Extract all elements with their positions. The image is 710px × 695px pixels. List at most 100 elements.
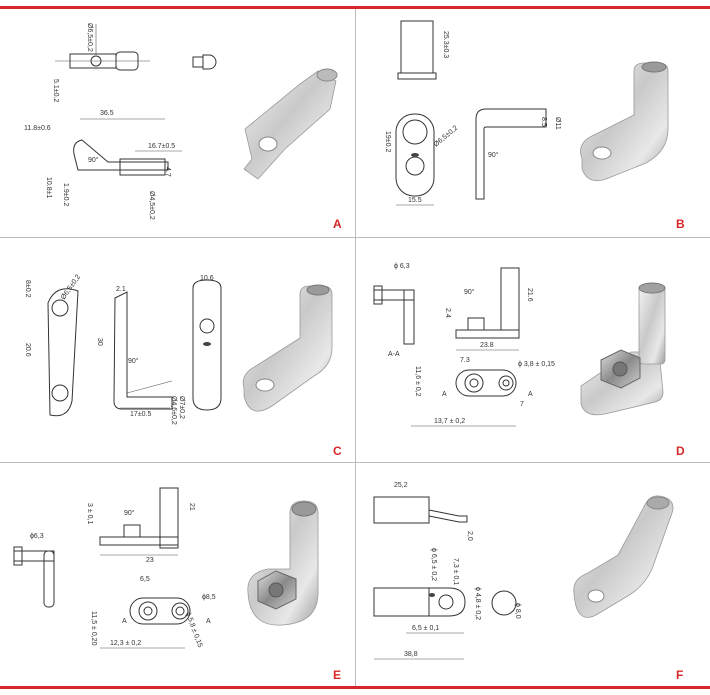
- panel-e: ϕ6,3 3 ± 0,1 90° 21 23 6,5 ϕ8,5 A A ϕ 5,…: [0, 463, 355, 686]
- panel-letter: B: [676, 217, 685, 231]
- dim-label: A: [206, 618, 211, 625]
- side-view: 36.5 11.8±0.6 16.7±0.5 90° 10.8±1 1.9±0.…: [24, 110, 182, 220]
- dim-label: 19±0.2: [384, 131, 391, 152]
- dim-label: 23: [146, 557, 154, 564]
- lug-photo-a: [243, 68, 338, 180]
- dim-label: 21.6: [526, 288, 533, 302]
- front-view: 8±0.2 Ø6,5±0,2 20.6: [24, 273, 82, 417]
- dim-label: Ø4,5±0,2: [148, 191, 155, 220]
- side-view: 90° 2.4 21.6 23.8: [444, 267, 533, 351]
- lug-photo-f: [573, 495, 674, 618]
- panel-c-drawing: 8±0.2 Ø6,5±0,2 20.6 2.1 10.6 30 90° 17±0…: [24, 273, 333, 425]
- lug-photo-b: [580, 61, 669, 182]
- panel-letter: F: [676, 668, 684, 682]
- dim-label: 12,3 ± 0,2: [110, 640, 141, 647]
- grid-vertical-divider: [355, 9, 356, 686]
- dim-label: 23.8: [480, 342, 494, 349]
- lug-photo-d: [580, 282, 666, 416]
- dim-label: 4.7: [164, 167, 171, 177]
- dim-label: 7: [520, 401, 524, 408]
- dim-label: 6,5: [140, 576, 150, 583]
- dim-label: ϕ 3,8 ± 0,15: [518, 361, 555, 368]
- panel-letter: C: [333, 444, 342, 458]
- dim-label: 36.5: [100, 110, 114, 117]
- dim-label: 6,5 ± 0,1: [412, 625, 439, 632]
- dim-label: ϕ 4,8 ± 0,2: [474, 587, 481, 620]
- bottom-red-rule: [0, 686, 710, 689]
- lug-photo-e: [247, 500, 319, 626]
- top-view: [55, 24, 150, 71]
- end-view: [192, 54, 217, 70]
- dim-label: 90°: [88, 156, 99, 164]
- dim-label: 90°: [464, 288, 475, 296]
- dim-label: 15.5: [408, 197, 422, 204]
- dim-label: 20.6: [24, 343, 31, 357]
- panel-b: 25.3±0.3 19±0.2 Ø6,5±0,2 15.5 90° Ø11 8.…: [356, 9, 710, 237]
- dim-label: 90°: [488, 151, 499, 159]
- side-view: 3 ± 0,1 90° 21 23: [86, 487, 195, 564]
- dim-label: 11,5 ± 0,20: [90, 611, 97, 646]
- side-view: 25,2 2,0: [373, 482, 473, 541]
- dim-label: 30: [96, 338, 103, 346]
- dim-label: 7,3 ± 0,1: [452, 558, 459, 585]
- dim-label: A: [442, 391, 447, 398]
- dim-label: 10.8±1: [45, 177, 52, 198]
- top-view: [192, 279, 222, 411]
- dim-label: 1.9±0.2: [62, 183, 69, 206]
- panel-f: 25,2 2,0 ϕ 6,5 ± 0,2 7,3 ± 0,1 ϕ 4,8 ± 0…: [356, 463, 710, 686]
- dim-label: A-A: [388, 351, 400, 358]
- side-view: 90° Ø11 8.5: [475, 108, 561, 200]
- dim-label: Ø6,5±0,2: [433, 125, 460, 149]
- dim-label: 21: [188, 503, 195, 511]
- dim-label: Ø11: [554, 117, 561, 130]
- dim-label: 13,7 ± 0,2: [434, 418, 465, 425]
- side-view: 2.1 10.6 30 90° 17±0.5 Ø7±0,2 Ø4,6±0,2: [96, 275, 214, 425]
- plan-view: ϕ 6,5 ± 0,2 7,3 ± 0,1 ϕ 4,8 ± 0,2 ϕ 8,0 …: [373, 548, 521, 660]
- section-view: ϕ 6,3 A-A: [373, 263, 415, 358]
- dim-label: 17±0.5: [130, 411, 151, 418]
- front-view: 19±0.2 Ø6,5±0,2 15.5: [384, 113, 460, 206]
- dim-label: Ø7±0,2: [178, 396, 185, 419]
- dim-label: ϕ 5,8 ± 0,15: [184, 611, 203, 648]
- plan-view: 7.3 ϕ 3,8 ± 0,15 11,6 ± 0,2 A A 7 13,7 ±…: [411, 357, 555, 427]
- panel-d: ϕ 6,3 A-A 90° 2.4 21.6 23.8 7.3 ϕ 3,8 ± …: [356, 238, 710, 462]
- dim-label: Ø6,5±0,2: [60, 273, 82, 301]
- dim-label: ϕ 8,0: [514, 603, 521, 619]
- dim-label: 8±0.2: [24, 280, 31, 298]
- panel-a-drawing: Ø6,5±0,2 5.1±0.2 36.5 11.8±0.6 16.7±0.5 …: [24, 23, 338, 220]
- panel-letter: A: [333, 217, 342, 231]
- dim-label: ϕ 6,5 ± 0,2: [430, 548, 437, 581]
- section-view: ϕ6,3: [13, 533, 55, 608]
- panel-d-drawing: ϕ 6,3 A-A 90° 2.4 21.6 23.8 7.3 ϕ 3,8 ± …: [373, 263, 666, 427]
- panel-a: Ø6,5±0,2 5.1±0.2 36.5 11.8±0.6 16.7±0.5 …: [0, 9, 355, 237]
- dim-label: 25.3±0.3: [442, 31, 449, 58]
- panel-letter: D: [676, 444, 685, 458]
- plan-view: 6,5 ϕ8,5 A A ϕ 5,8 ± 0,15 11,5 ± 0,20 12…: [90, 576, 216, 649]
- dim-label: 2.1: [116, 286, 126, 293]
- grid-divider-row-2: [0, 462, 710, 463]
- dim-label: 3 ± 0,1: [86, 503, 93, 524]
- dim-label: Ø6,5±0,2: [86, 23, 93, 52]
- dim-label: 90°: [128, 357, 139, 365]
- dim-label: 11,6 ± 0,2: [414, 366, 421, 397]
- dim-label: 38,8: [404, 651, 418, 658]
- panel-e-drawing: ϕ6,3 3 ± 0,1 90° 21 23 6,5 ϕ8,5 A A ϕ 5,…: [13, 487, 319, 649]
- dim-label: ϕ8,5: [202, 594, 216, 601]
- panel-b-drawing: 25.3±0.3 19±0.2 Ø6,5±0,2 15.5 90° Ø11 8.…: [384, 20, 669, 206]
- dim-label: 8.5: [540, 117, 547, 127]
- panel-c: 8±0.2 Ø6,5±0,2 20.6 2.1 10.6 30 90° 17±0…: [0, 238, 355, 462]
- barrel-view: 25.3±0.3: [397, 20, 449, 80]
- dim-label: 5.1±0.2: [52, 79, 59, 102]
- dim-label: ϕ 6,3: [394, 263, 410, 270]
- dim-label: 10.6: [200, 275, 214, 282]
- dim-label: 16.7±0.5: [148, 143, 175, 150]
- dim-label: Ø4,6±0,2: [170, 396, 177, 425]
- panel-letter: E: [333, 668, 342, 682]
- dim-label: A: [122, 618, 127, 625]
- lug-photo-c: [242, 284, 333, 412]
- panel-f-drawing: 25,2 2,0 ϕ 6,5 ± 0,2 7,3 ± 0,1 ϕ 4,8 ± 0…: [373, 482, 674, 660]
- dim-label: 25,2: [394, 482, 408, 489]
- grid-divider-row-1: [0, 237, 710, 238]
- dim-label: 7.3: [460, 357, 470, 364]
- dim-label: A: [528, 391, 533, 398]
